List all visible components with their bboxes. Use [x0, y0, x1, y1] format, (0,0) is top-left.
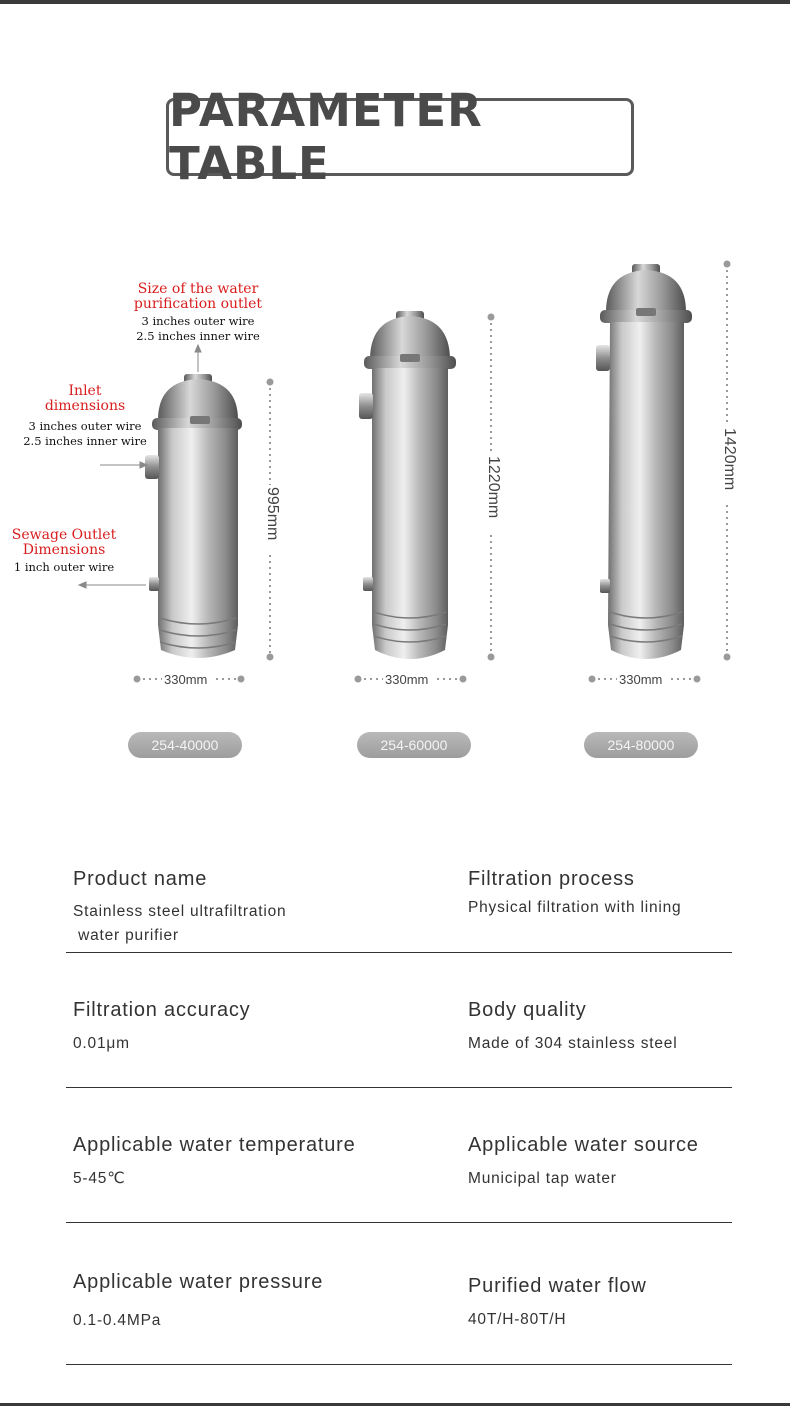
param-label: Body quality — [468, 999, 587, 1021]
param-value: 5-45℃ — [73, 1170, 126, 1187]
outlet-title: Size of the water — [137, 281, 259, 297]
param-row: Applicable water temperature 5-45℃ Appli… — [66, 1088, 732, 1223]
param-value: Stainless steel ultrafiltration — [73, 903, 287, 920]
dimension-end-dots — [133, 260, 731, 683]
inlet-spec: 3 inches outer wire — [28, 419, 142, 433]
model-badge-3: 254-80000 — [584, 732, 698, 758]
param-row: Applicable water pressure 0.1-0.4MPa Pur… — [66, 1223, 732, 1365]
param-row: Product name Stainless steel ultrafiltra… — [66, 850, 732, 953]
vessel-254-40000 — [145, 374, 242, 658]
param-value: Physical filtration with lining — [468, 899, 682, 916]
param-label: Product name — [73, 868, 208, 890]
param-value: Municipal tap water — [468, 1170, 617, 1187]
sewage-spec: 1 inch outer wire — [13, 560, 115, 574]
purifier-diagram — [77, 260, 731, 683]
outlet-spec-2: 2.5 inches inner wire — [136, 329, 260, 343]
height-label-1: 995mm — [264, 487, 281, 541]
inlet-title-2: dimensions — [44, 398, 126, 414]
height-dimension-lines — [269, 264, 728, 657]
param-label: Purified water flow — [468, 1275, 647, 1297]
height-label-3: 1420mm — [721, 428, 738, 491]
param-row: Filtration accuracy 0.01μm Body quality … — [66, 953, 732, 1088]
bottom-border — [0, 1403, 790, 1406]
outlet-spec: 3 inches outer wire — [141, 314, 255, 328]
param-label: Applicable water pressure — [73, 1271, 324, 1293]
param-value: 0.1-0.4MPa — [73, 1312, 162, 1329]
outlet-annotation: Size of the water purification outlet 3 … — [128, 282, 268, 344]
outlet-title-2: purification outlet — [133, 296, 263, 312]
width-label-2: 330mm — [385, 672, 429, 687]
top-border — [0, 0, 790, 4]
inlet-annotation: Inlet dimensions 3 inches outer wire 2.5… — [22, 384, 148, 449]
param-value-2: water purifier — [73, 927, 179, 944]
param-value: Made of 304 stainless steel — [468, 1035, 678, 1052]
inlet-title: Inlet — [68, 383, 102, 399]
page-title: PARAMETER TABLE — [169, 84, 483, 190]
width-label-1: 330mm — [164, 672, 208, 687]
model-badge-2: 254-60000 — [357, 732, 471, 758]
vessel-254-80000 — [596, 264, 692, 659]
param-value: 40T/H-80T/H — [468, 1311, 567, 1328]
inlet-spec-2: 2.5 inches inner wire — [23, 434, 147, 448]
title-frame: PARAMETER TABLE — [166, 84, 634, 190]
sewage-annotation: Sewage Outlet Dimensions 1 inch outer wi… — [6, 528, 122, 575]
sewage-title: Sewage Outlet — [11, 527, 117, 543]
height-label-2: 1220mm — [485, 456, 502, 519]
width-label-3: 330mm — [619, 672, 663, 687]
param-value: 0.01μm — [73, 1035, 130, 1052]
parameter-table: Product name Stainless steel ultrafiltra… — [66, 850, 732, 1365]
sewage-title-2: Dimensions — [22, 542, 106, 558]
vessel-254-60000 — [359, 311, 456, 659]
param-label: Filtration accuracy — [73, 999, 251, 1021]
param-label: Filtration process — [468, 868, 635, 890]
param-label: Applicable water source — [468, 1134, 699, 1156]
annotation-arrows — [77, 343, 202, 589]
param-label: Applicable water temperature — [73, 1134, 356, 1156]
model-badge-1: 254-40000 — [128, 732, 242, 758]
